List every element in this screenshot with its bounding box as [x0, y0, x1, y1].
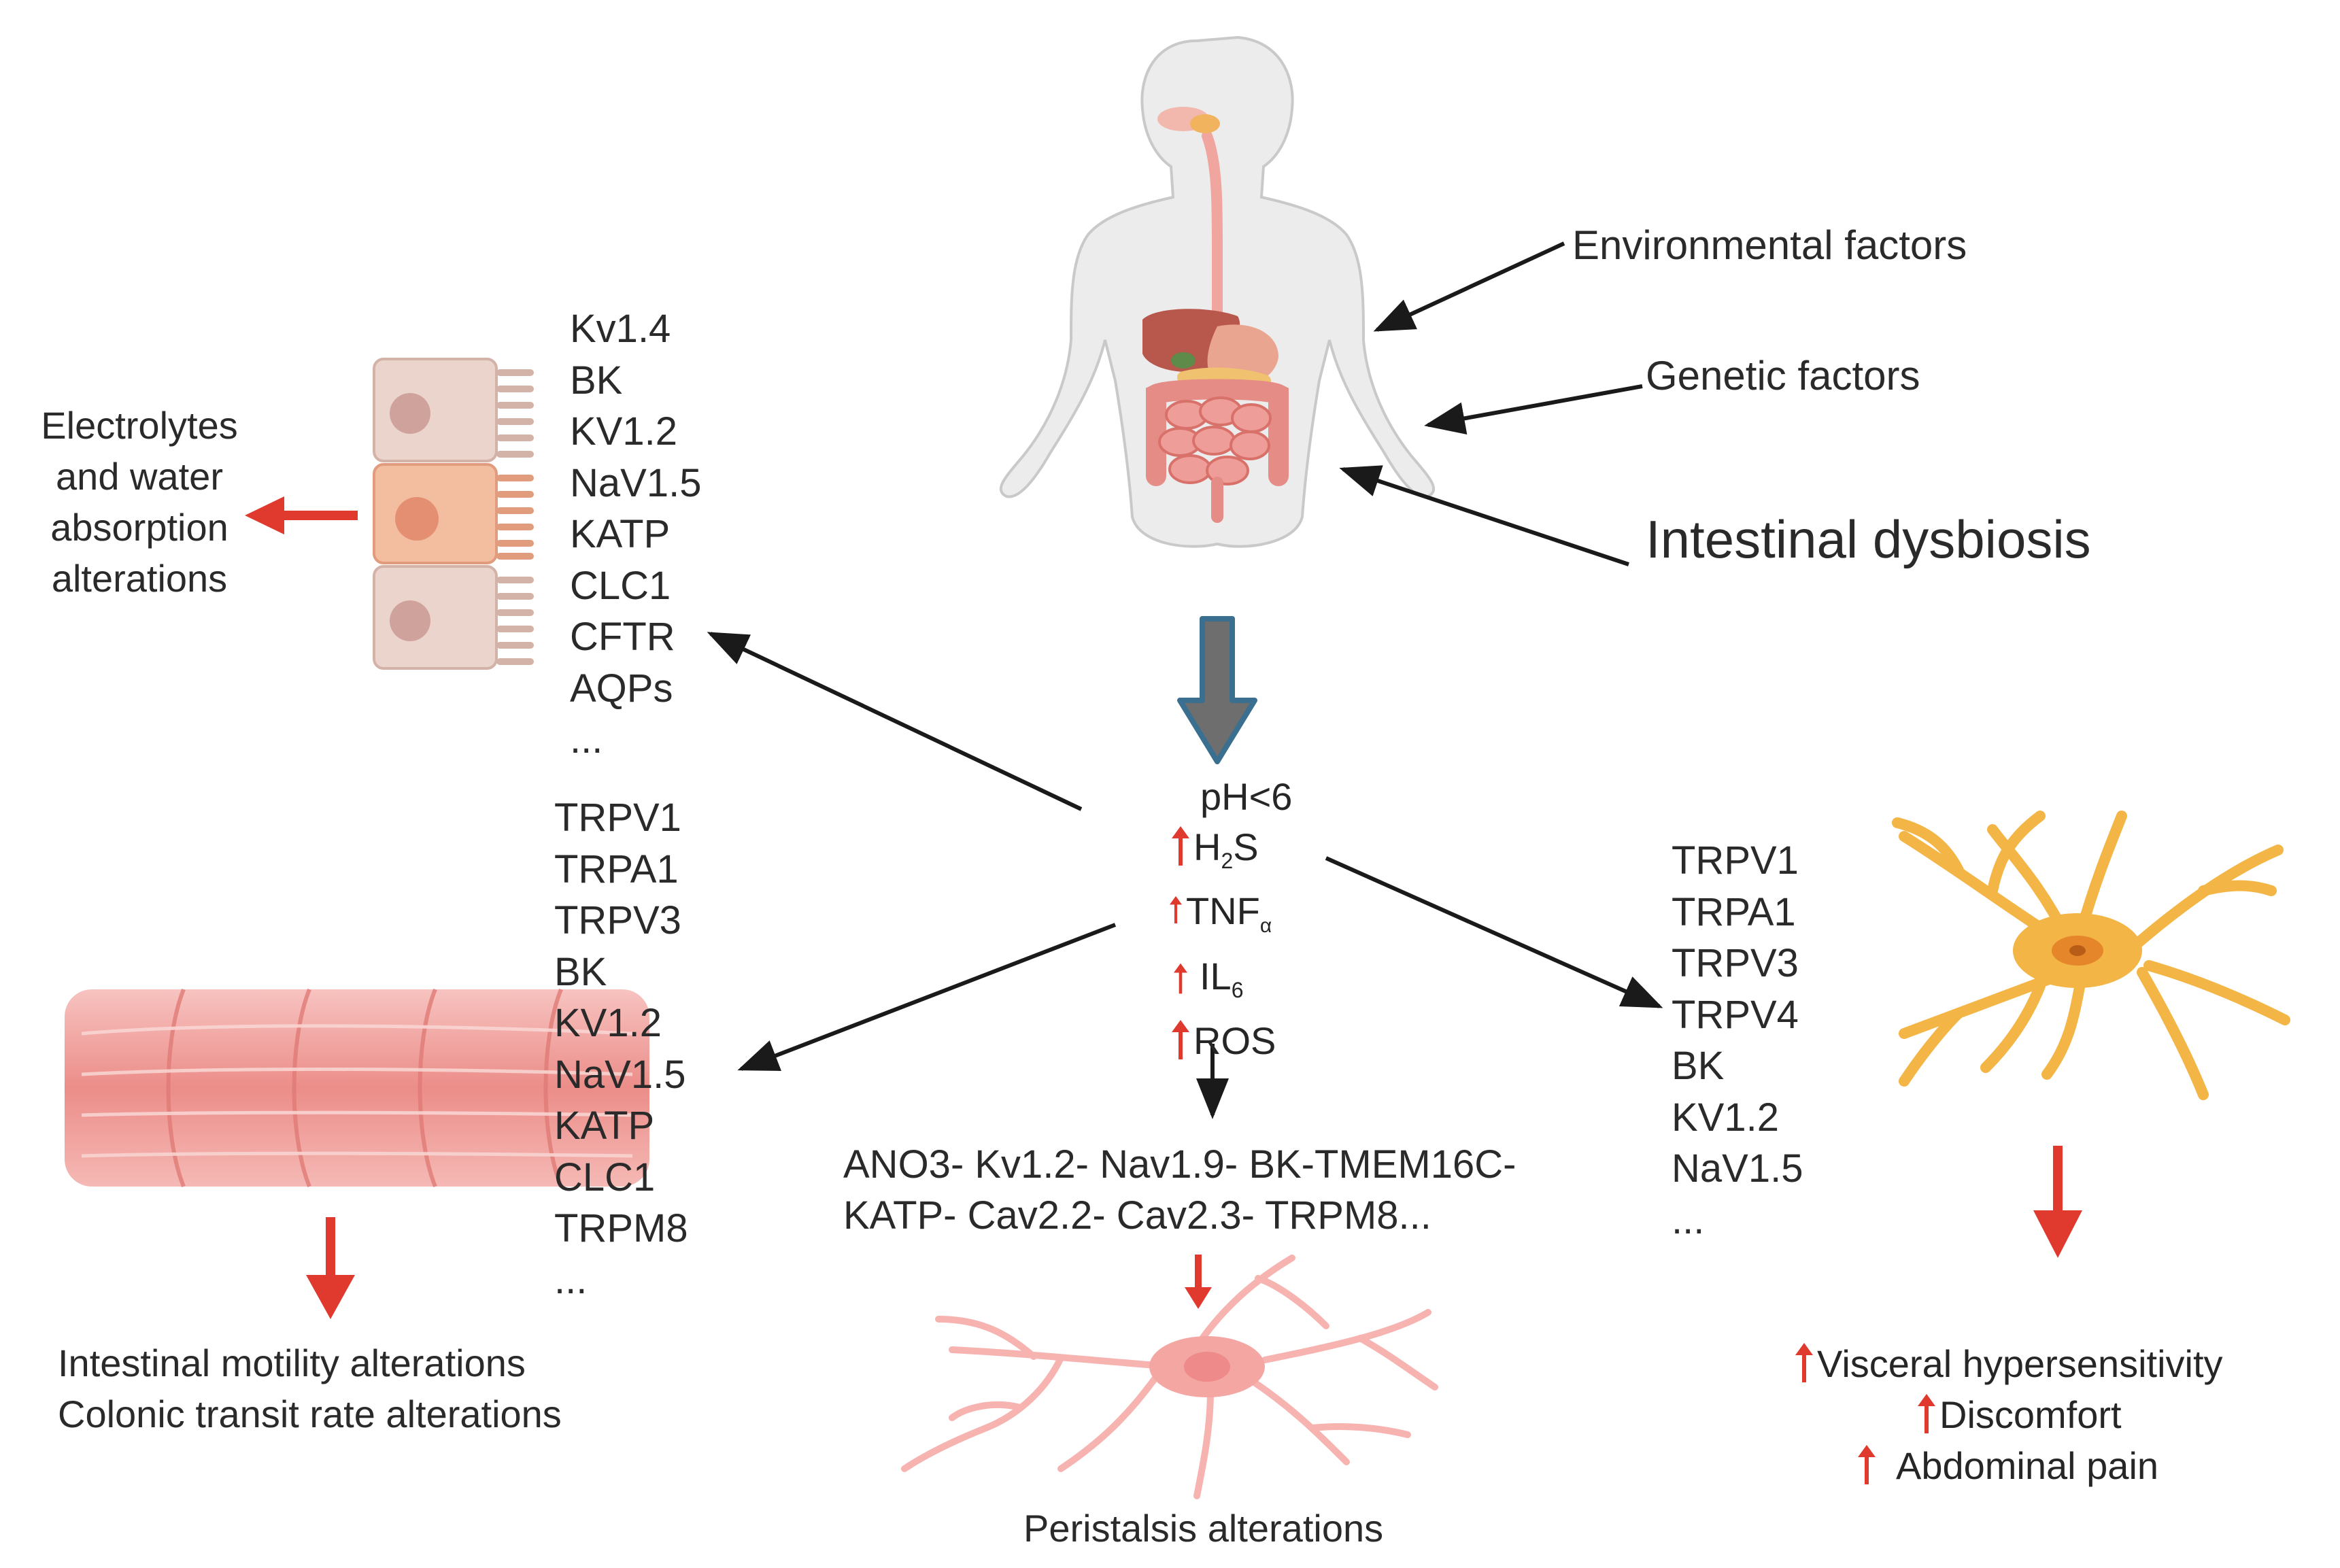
channel-item: KATP	[554, 1104, 655, 1148]
visceral-hypersensitivity-label: Visceral hypersensitivity	[1795, 1338, 2223, 1389]
factor-arrows	[1339, 241, 1643, 566]
channel-item: BK	[570, 358, 623, 403]
epithelium-outcome-label: Electrolytes and water absorption altera…	[14, 400, 265, 604]
environmental-factors-label: Environmental factors	[1572, 222, 1967, 268]
abdominal-pain-label: Abdominal pain	[1795, 1440, 2223, 1491]
channel-item: ...	[1672, 1197, 1705, 1242]
genetic-factors-label: Genetic factors	[1646, 353, 1920, 398]
mediator-arrows	[707, 632, 1663, 1119]
outcome-line: and water	[56, 455, 223, 498]
sensory-neuron-channel-list: TRPV1 TRPA1 TRPV3 TRPV4 BK KV1.2 NaV1.5 …	[1672, 835, 1803, 1246]
human-body-illustration	[999, 35, 1436, 548]
smooth-muscle-channel-list: TRPV1 TRPA1 TRPV3 BK KV1.2 NaV1.5 KATP C…	[554, 792, 688, 1306]
epithelium-channel-list: Kv1.4 BK KV1.2 NaV1.5 KATP CLC1 CFTR AQP…	[570, 303, 701, 766]
channel-item: KV1.2	[554, 1001, 662, 1045]
increase-arrow-icon	[1172, 826, 1189, 866]
channel-item: NaV1.5	[1672, 1146, 1803, 1191]
increase-arrow-icon	[1174, 964, 1187, 994]
outcome-line: alterations	[51, 557, 228, 600]
increase-arrow-icon	[1795, 1343, 1813, 1382]
outcome-line: Colonic transit rate alterations	[58, 1393, 562, 1435]
epithelial-cells-illustration	[373, 358, 534, 670]
increase-arrow-icon	[1918, 1394, 1935, 1433]
il6-label: IL6	[1170, 951, 1292, 1015]
motility-outcome-label: Intestinal motility alterations Colonic …	[58, 1337, 562, 1439]
channel-item: TRPV1	[1672, 838, 1799, 883]
channel-item: NaV1.5	[554, 1052, 686, 1097]
channel-item: CFTR	[570, 615, 675, 659]
channel-item: ...	[570, 717, 603, 762]
channel-item: BK	[1672, 1044, 1725, 1088]
outcome-line: Intestinal motility alterations	[58, 1342, 526, 1384]
intestinal-dysbiosis-label: Intestinal dysbiosis	[1646, 509, 2091, 569]
outcome-line: absorption	[50, 506, 228, 549]
ros-label: ROS	[1170, 1016, 1292, 1066]
channel-item: NaV1.5	[570, 460, 702, 505]
channel-line: KATP- Cav2.2- Cav2.3- TRPM8...	[843, 1193, 1431, 1238]
outcome-line: Electrolytes	[41, 404, 238, 447]
red-outcome-arrows	[245, 496, 2082, 1319]
intestinal-wall-illustration	[65, 988, 649, 1188]
channel-item: TRPA1	[1672, 889, 1796, 934]
channel-item: Kv1.4	[570, 307, 671, 351]
channel-item: TRPV3	[554, 898, 681, 942]
central-down-arrow	[1177, 616, 1257, 764]
channel-item: TRPM8	[554, 1206, 688, 1250]
increase-arrow-icon	[1170, 896, 1182, 924]
channel-item: KV1.2	[1672, 1095, 1779, 1140]
ph-label: pH<6	[1200, 775, 1293, 818]
channel-line: ANO3- Kv1.2- Nav1.9- BK-TMEM16C-	[843, 1142, 1516, 1187]
channel-item: KV1.2	[570, 409, 677, 454]
peristalsis-outcome-label: Peristalsis alterations	[1023, 1507, 1384, 1550]
channel-item: BK	[554, 949, 607, 994]
channel-item: TRPV4	[1672, 992, 1799, 1037]
enteric-channel-list: ANO3- Kv1.2- Nav1.9- BK-TMEM16C- KATP- C…	[843, 1139, 1516, 1241]
enteric-neuron-illustration	[901, 1255, 1438, 1499]
h2s-label: H2S	[1170, 822, 1292, 886]
increase-arrow-icon	[1858, 1445, 1876, 1484]
channel-item: TRPV3	[1672, 941, 1799, 985]
mediators-block: pH<6 H2S TNFα IL6 ROS	[1170, 772, 1292, 1066]
channel-item: TRPA1	[554, 847, 679, 891]
channel-item: CLC1	[570, 563, 671, 608]
channel-item: TRPV1	[554, 796, 681, 840]
channel-item: KATP	[570, 512, 671, 556]
channel-item: ...	[554, 1257, 588, 1302]
channel-item: CLC1	[554, 1155, 656, 1199]
tnf-label: TNFα	[1170, 886, 1292, 951]
sensory-neuron-illustration	[1892, 811, 2290, 1100]
discomfort-label: Discomfort	[1795, 1389, 2223, 1440]
pain-outcome-block: Visceral hypersensitivity Discomfort Abd…	[1795, 1338, 2223, 1491]
channel-item: AQPs	[570, 666, 673, 711]
increase-arrow-icon	[1172, 1019, 1189, 1059]
